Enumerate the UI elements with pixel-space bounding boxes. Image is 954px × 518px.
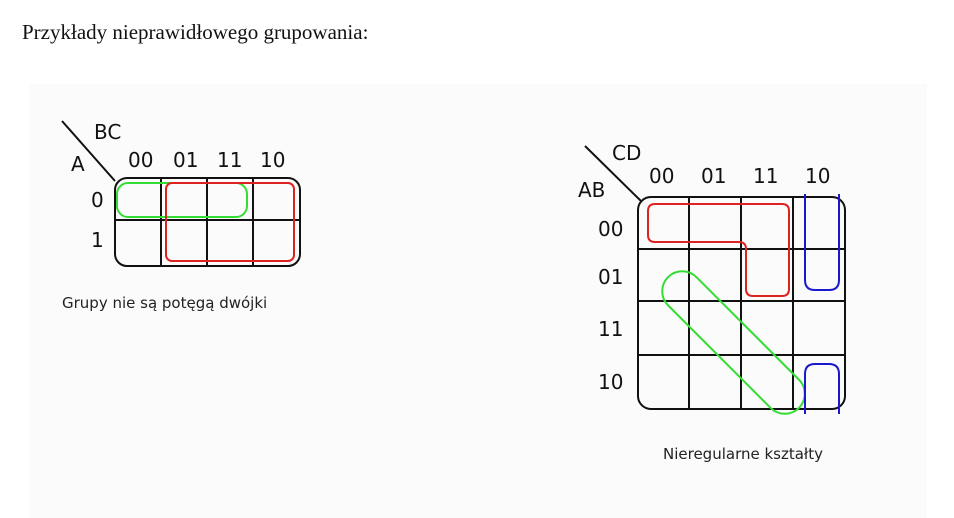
kmap-2-blue-group-top bbox=[804, 194, 840, 291]
kmap-2-row-var: AB bbox=[578, 178, 605, 202]
kmap-1-col-label: 10 bbox=[260, 148, 285, 172]
kmap-1-caption: Grupy nie są potęgą dwójki bbox=[62, 294, 267, 312]
kmap-2: CD AB 00 01 11 10 00 01 11 10 Nieregular… bbox=[578, 141, 846, 463]
kmap-1-row-label: 1 bbox=[91, 228, 104, 252]
kmap-1-col-label: 11 bbox=[217, 148, 242, 172]
kmap-2-row-label: 00 bbox=[598, 217, 623, 241]
kmap-2-row-label: 10 bbox=[598, 370, 623, 394]
kmap-2-caption: Nieregularne kształty bbox=[663, 445, 823, 463]
kmap-2-green-group bbox=[661, 270, 806, 415]
kmap-2-col-label: 00 bbox=[649, 164, 674, 188]
kmap-1-row-var: A bbox=[71, 152, 85, 176]
kmap-2-red-group bbox=[647, 203, 790, 297]
kmap-1-row-label: 0 bbox=[91, 188, 104, 212]
kmap-1-col-label: 01 bbox=[173, 148, 198, 172]
kmap-2-col-label: 01 bbox=[701, 164, 726, 188]
kmap-2-corner-diagonal bbox=[584, 145, 642, 202]
kmap-1: BC A 00 01 11 10 0 1 Grupy nie są potęgą… bbox=[61, 120, 301, 312]
kmap-2-row-label: 01 bbox=[598, 265, 623, 289]
kmap-2-blue-group-bottom bbox=[804, 363, 840, 414]
kmap-1-green-group bbox=[116, 182, 248, 218]
kmap-2-col-var: CD bbox=[612, 141, 641, 165]
page-heading: Przykłady nieprawidłowego grupowania: bbox=[22, 20, 369, 44]
kmap-1-corner-diagonal bbox=[61, 120, 116, 182]
kmap-1-col-label: 00 bbox=[128, 148, 153, 172]
kmap-1-col-var: BC bbox=[94, 120, 121, 144]
kmap-1-red-group bbox=[165, 182, 295, 262]
kmap-2-col-label: 10 bbox=[805, 164, 830, 188]
kmap-2-row-label: 11 bbox=[598, 317, 623, 341]
kmap-2-col-label: 11 bbox=[753, 164, 778, 188]
